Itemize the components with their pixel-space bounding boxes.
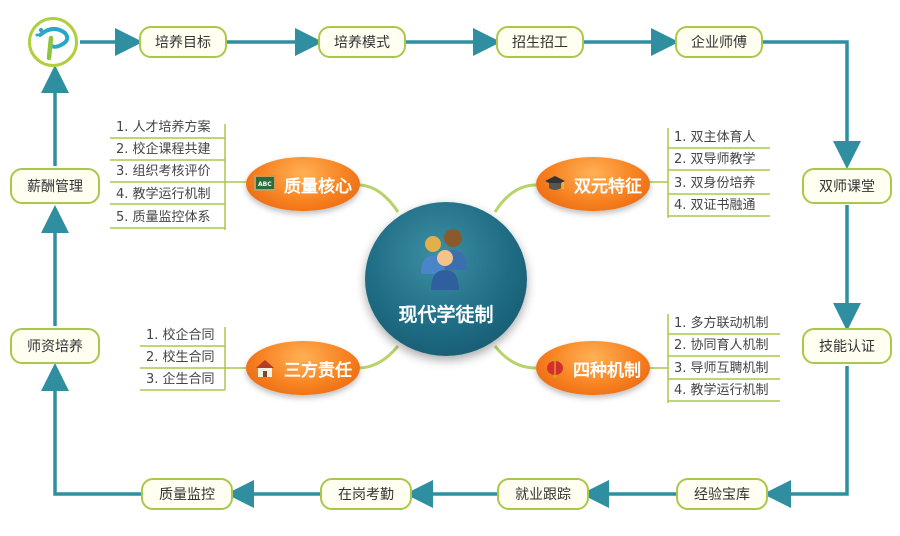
- center-node: 现代学徒制: [365, 202, 527, 356]
- list-item: 4. 教学运行机制: [674, 383, 769, 398]
- graduation-cap-icon: [545, 176, 565, 190]
- flow-box-dual-classroom: 双师课堂: [802, 168, 892, 204]
- house-icon: [256, 360, 274, 377]
- list-item: 3. 组织考核评价: [116, 164, 211, 179]
- list-item: 2. 校企课程共建: [116, 142, 211, 157]
- list-item: 2. 双导师教学: [674, 152, 756, 167]
- branch-title: 四种机制: [573, 360, 641, 381]
- list-item: 1. 多方联动机制: [674, 316, 769, 331]
- arrow-monitor-to-teachers: [41, 363, 142, 496]
- flow-box-training-goal: 培养目标: [139, 26, 227, 58]
- flow-box-teacher-training: 师资培养: [10, 328, 100, 364]
- branch-title: 三方责任: [284, 360, 352, 381]
- flow-box-enrollment: 招生招工: [496, 26, 584, 58]
- branch-line-four: [493, 345, 537, 370]
- list-item: 3. 导师互聘机制: [674, 361, 769, 376]
- list-item: 1. 校企合同: [146, 328, 215, 343]
- arrow-cert-to-experience: [763, 366, 849, 508]
- flow-box-attendance: 在岗考勤: [320, 478, 412, 510]
- chalkboard-icon: ABC: [254, 175, 276, 191]
- branch-line-three: [357, 345, 400, 370]
- branch-quality-core: ABC 质量核心: [246, 157, 360, 211]
- branch-title: 质量核心: [284, 176, 352, 197]
- list-item: 4. 双证书融通: [674, 198, 756, 213]
- branch-title: 双元特征: [574, 176, 642, 197]
- list-item: 1. 双主体育人: [674, 130, 756, 145]
- list-item: 1. 人才培养方案: [116, 120, 211, 135]
- flow-box-enterprise-mentor: 企业师傅: [675, 26, 763, 58]
- center-title: 现代学徒制: [398, 304, 494, 326]
- list-item: 2. 校生合同: [146, 350, 215, 365]
- arrow-mentor-to-classroom: [762, 40, 861, 169]
- branch-four-mechanisms: 四种机制: [536, 341, 650, 395]
- logo-icon: [28, 17, 78, 67]
- flow-box-experience-bank: 经验宝库: [676, 478, 768, 510]
- list-item: 4. 教学运行机制: [116, 187, 211, 202]
- flow-box-training-mode: 培养模式: [318, 26, 406, 58]
- list-item: 3. 企生合同: [146, 372, 215, 387]
- flow-box-salary-mgmt: 薪酬管理: [10, 168, 100, 204]
- people-group-icon: [421, 229, 467, 290]
- lantern-icon: [547, 358, 563, 378]
- branch-line-dual: [493, 183, 537, 213]
- branch-dual-features: 双元特征: [536, 157, 650, 211]
- svg-text:ABC: ABC: [258, 181, 272, 188]
- flow-box-quality-monitor: 质量监控: [141, 478, 233, 510]
- branch-line-quality: [357, 183, 400, 213]
- list-item: 2. 协同育人机制: [674, 338, 769, 353]
- branch-three-parties: 三方责任: [246, 341, 360, 395]
- flow-box-employment-tracking: 就业跟踪: [497, 478, 589, 510]
- flow-box-skill-cert: 技能认证: [802, 328, 892, 364]
- list-item: 5. 质量监控体系: [116, 210, 211, 225]
- list-item: 3. 双身份培养: [674, 176, 756, 191]
